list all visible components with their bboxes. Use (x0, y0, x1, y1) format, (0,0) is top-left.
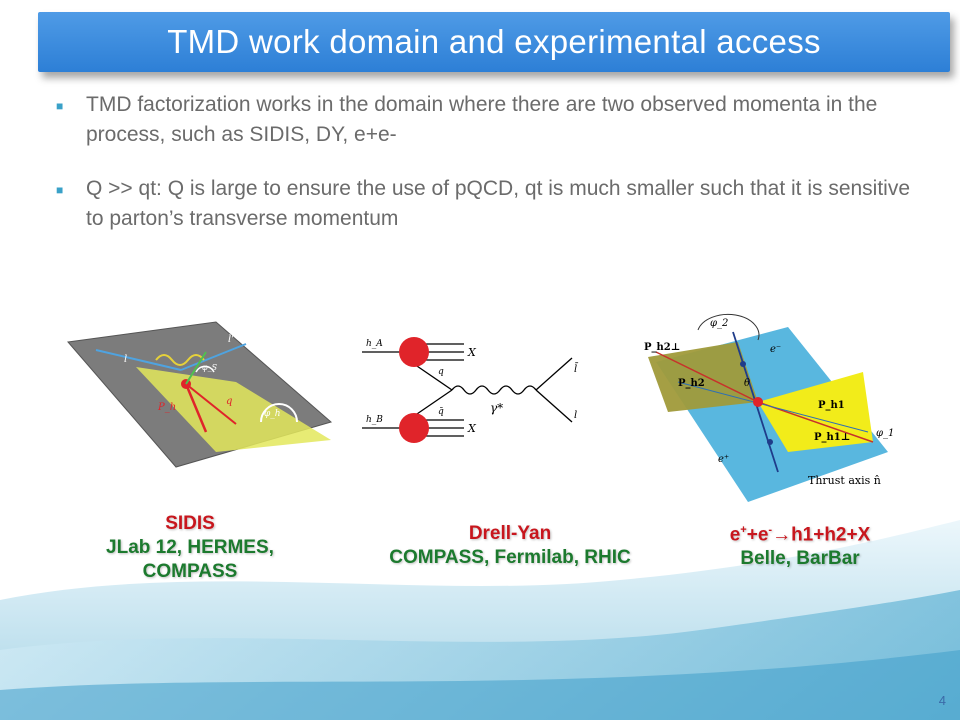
caption-sidis-exp-line1: JLab 12, HERMES, (106, 537, 274, 558)
slide-number: 4 (938, 693, 946, 708)
caption-epem: e++e-→h1+h2+X Belle, BarBar (680, 518, 920, 571)
bullet-item: ■ TMD factorization works in the domain … (56, 90, 916, 150)
caption-drellyan: Drell-Yan COMPASS, Fermilab, RHIC (340, 522, 680, 570)
label-ph2perp: P_h2⊥ (644, 342, 680, 353)
bullet-square-icon: ■ (56, 99, 64, 113)
bullet-square-icon: ■ (56, 183, 64, 197)
label-theta: θ (744, 378, 750, 389)
bullet-text: TMD factorization works in the domain wh… (86, 93, 878, 146)
label-ph1perp: P_h1⊥ (814, 432, 850, 443)
label-phi-s: φ_S (202, 363, 218, 372)
label-phi2: φ_2 (710, 318, 728, 329)
sidis-diagram: l l' P_h q φ_h φ_S (67, 321, 333, 468)
label-eminus: e⁻ (770, 344, 781, 355)
label-l: l (124, 354, 127, 365)
label-ph1: P_h1 (818, 400, 845, 411)
caption-drellyan-exp: COMPASS, Fermilab, RHIC (389, 547, 631, 568)
label-phi-h: φ_h (264, 409, 281, 419)
slide-title: TMD work domain and experimental access (167, 23, 821, 60)
label-l: l (574, 410, 577, 421)
label-q: q (226, 396, 232, 407)
label-gamma: γ* (490, 401, 503, 415)
label-phi1: φ_1 (876, 428, 894, 439)
bullet-item: ■ Q >> qt: Q is large to ensure the use … (56, 174, 916, 234)
caption-sidis-name: SIDIS (165, 513, 215, 534)
label-ph: P_h (157, 402, 176, 413)
label-eplus: e⁺ (718, 454, 729, 465)
label-q: q (438, 367, 444, 377)
label-lbar: l̄ (574, 363, 579, 375)
caption-epem-exp: Belle, BarBar (740, 548, 860, 570)
caption-sidis-exp-line2: COMPASS (142, 561, 238, 582)
epem-diagram: P_h2⊥ P_h2 φ_2 θ e⁻ e⁺ P_h1 P_h1⊥ φ_1 Th… (638, 312, 894, 504)
bullet-text: Q >> qt: Q is large to ensure the use of… (86, 177, 911, 230)
caption-drellyan-name: Drell-Yan (468, 523, 552, 544)
label-ph2: P_h2 (678, 378, 705, 389)
label-ha: h_A (366, 339, 383, 349)
label-hb: h_B (366, 415, 383, 425)
label-thrust-axis: Thrust axis n̂ (808, 474, 881, 487)
label-lprime: l' (228, 334, 234, 345)
label-x-bottom: X (467, 422, 477, 435)
title-bar: TMD work domain and experimental access (38, 12, 950, 72)
bullet-list: ■ TMD factorization works in the domain … (56, 90, 916, 258)
label-qbar: q̄ (438, 407, 444, 417)
drellyan-diagram: h_A h_B X X q q̄ γ* l̄ l (362, 337, 579, 443)
label-x-top: X (467, 346, 477, 359)
caption-epem-name: e++e-→h1+h2+X (729, 524, 871, 546)
caption-sidis: SIDIS JLab 12, HERMES, COMPASS (40, 512, 340, 584)
